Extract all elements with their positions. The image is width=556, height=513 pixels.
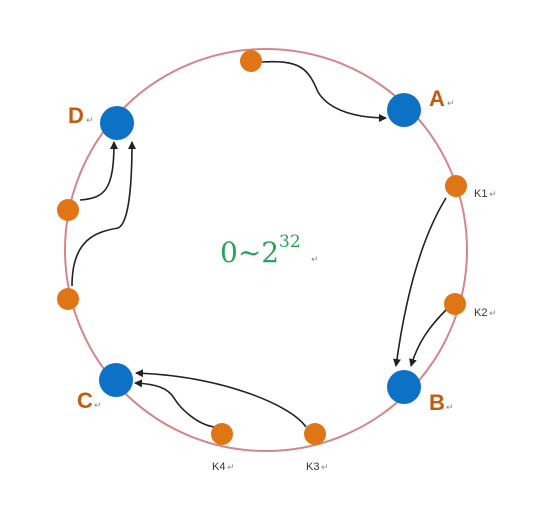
range-base: 0~2 (220, 236, 279, 269)
arrow-k4-to-c (134, 379, 215, 428)
key-labels: K1 ↵ K2 ↵ K3 ↵ K4 ↵ (212, 188, 497, 473)
paragraph-mark-k1: ↵ (489, 190, 497, 200)
key-node-top (240, 50, 262, 72)
key-nodes (57, 50, 467, 445)
range-exponent: 32 (279, 232, 301, 252)
key-label-k3: K3 (306, 461, 319, 473)
server-node-c (99, 363, 133, 397)
key-node-lower-left (57, 288, 79, 310)
server-node-a (387, 93, 421, 127)
hash-ring (64, 48, 468, 452)
server-labels: A ↵ B ↵ C ↵ D ↵ (68, 86, 455, 415)
key-label-k4: K4 (212, 461, 225, 473)
arrow-upper-left-key-to-d (79, 141, 118, 201)
key-node-k3 (304, 423, 326, 445)
paragraph-mark-b: ↵ (446, 403, 454, 413)
paragraph-mark-k3: ↵ (321, 463, 329, 473)
arrow-lower-left-key-to-d (71, 141, 136, 287)
paragraph-mark-c: ↵ (94, 401, 102, 411)
mapping-arrows (71, 60, 447, 428)
key-node-upper-left (57, 199, 79, 221)
paragraph-mark-k2: ↵ (489, 309, 497, 319)
key-label-k2: K2 (474, 307, 487, 319)
server-label-d: D (68, 103, 84, 128)
arrow-top-key-to-a (261, 60, 387, 122)
server-label-b: B (429, 390, 445, 415)
arrow-k3-to-c (135, 369, 307, 428)
key-label-k1: K1 (474, 188, 487, 200)
paragraph-mark-k4: ↵ (227, 463, 235, 473)
server-node-d (100, 106, 134, 140)
arrow-k1-to-b (392, 197, 447, 367)
key-node-k1 (445, 175, 467, 197)
server-nodes (99, 93, 421, 404)
server-node-b (387, 370, 421, 404)
server-label-a: A (429, 86, 445, 111)
paragraph-mark-d: ↵ (86, 116, 94, 126)
hash-space-range-label: 0~2 32 ↵ (220, 232, 319, 269)
server-label-c: C (77, 388, 93, 413)
paragraph-mark-a: ↵ (447, 99, 455, 109)
arrow-k2-to-b (409, 309, 447, 367)
key-node-k4 (211, 423, 233, 445)
key-node-k2 (444, 293, 466, 315)
paragraph-mark-range: ↵ (311, 255, 319, 265)
